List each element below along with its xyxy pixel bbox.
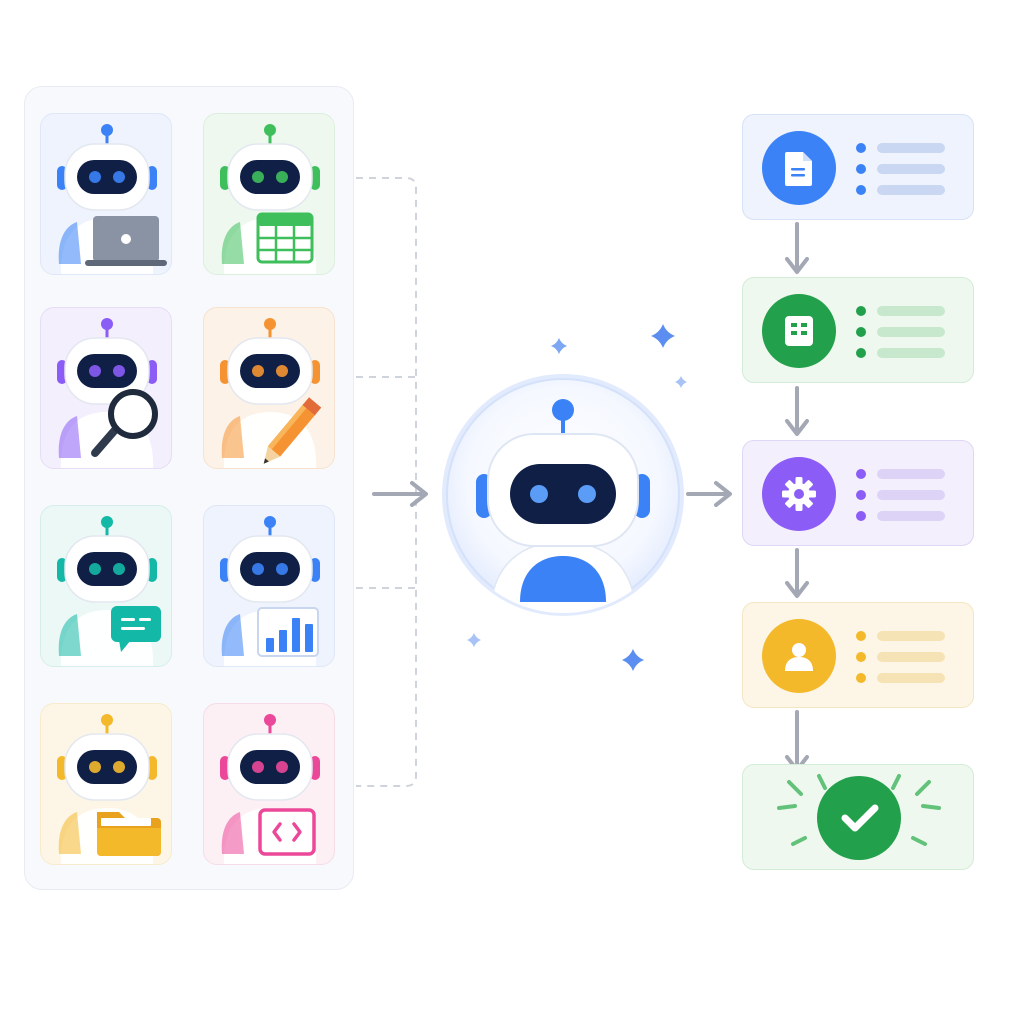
agent-robot-icon [220,714,320,864]
agent-robot-icon [57,714,161,864]
agent-card-writer[interactable] [203,307,335,469]
user-icon [785,643,813,671]
sparkle-icon [467,633,481,647]
document-icon [785,152,812,186]
agent-card-chat[interactable] [40,505,172,667]
arrow-step-2-head [785,419,809,436]
folder-icon [97,812,161,856]
laptop-icon [85,216,167,266]
hub-robot [442,374,684,616]
workflow-step-document[interactable] [742,114,974,220]
agent-robot-icon [57,124,167,274]
step-detail-lines [856,631,945,683]
agent-card-analytics[interactable] [203,505,335,667]
workflow-step-complete[interactable] [742,764,974,870]
arrow-to-hub-head [410,481,428,507]
bracket-connector [356,177,417,787]
workflow-step-user[interactable] [742,602,974,708]
sparkle-icon [651,324,675,348]
arrow-step-3-head [785,581,809,598]
agent-card-code[interactable] [203,703,335,865]
gear-icon [782,477,816,511]
agent-card-search[interactable] [40,307,172,469]
agent-robot-icon [57,318,158,468]
agent-card-spreadsheet[interactable] [203,113,335,275]
agent-card-laptop[interactable] [40,113,172,275]
agent-robot-icon [220,516,320,666]
code-icon [258,808,316,856]
step-detail-lines [856,469,945,521]
workflow-step-settings[interactable] [742,440,974,546]
step-detail-lines [856,306,945,358]
sparkle-icon [551,338,567,354]
arrow-to-steps-head [714,481,732,507]
spreadsheet-icon [256,212,314,264]
bar-chart-icon [257,607,319,657]
check-icon [841,804,879,832]
agent-robot-icon [220,124,320,274]
step-detail-lines [856,143,945,195]
agent-robot-icon [220,318,322,468]
table-icon [785,316,813,346]
workflow-step-table[interactable] [742,277,974,383]
magnifier-icon [91,389,158,457]
sparkle-icon [622,649,644,671]
agent-robot-icon [57,516,161,666]
agent-card-files[interactable] [40,703,172,865]
pencil-icon [263,397,322,464]
arrow-step-1-head [785,257,809,274]
chat-bubble-icon [111,606,161,652]
